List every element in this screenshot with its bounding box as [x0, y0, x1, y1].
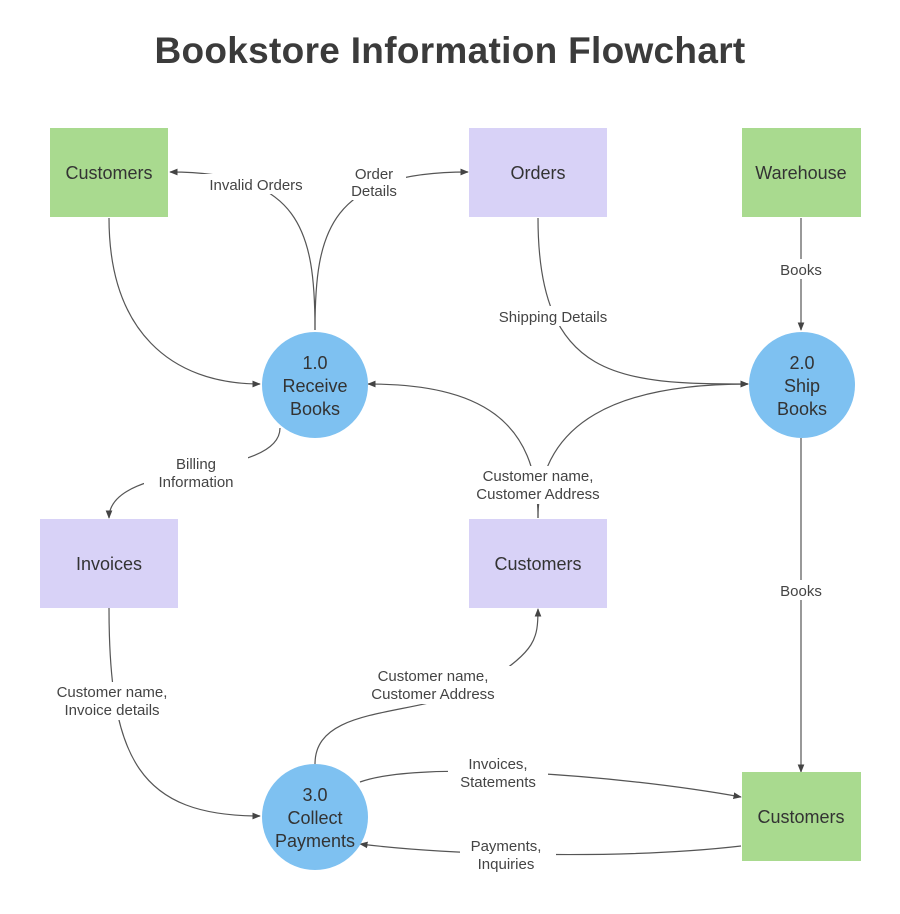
label-payments-inquiries-line-1: Payments, — [471, 838, 542, 855]
label-order-details: Order Details — [342, 164, 406, 200]
label-invoice-details: Customer name, Invoice details — [42, 682, 186, 720]
node-collect-payments-line-2: Collect — [287, 808, 342, 828]
label-shipping-details-line-1: Shipping Details — [499, 309, 607, 326]
label-customer-address-up-line-1: Customer name, — [483, 468, 594, 485]
label-payments-inquiries: Payments, Inquiries — [460, 837, 556, 873]
node-ship-books: 2.0 Ship Books — [749, 332, 855, 438]
data-store-box — [469, 128, 607, 217]
edge-shipping-details — [537, 217, 749, 388]
label-customer-address-up-line-2: Customer Address — [476, 486, 599, 503]
node-receive-books: 1.0 Receive Books — [262, 332, 368, 438]
label-billing-information-line-1: Billing — [176, 456, 216, 473]
edge-invoices-statements — [359, 770, 742, 799]
node-warehouse: Warehouse — [742, 128, 861, 217]
label-ship-books-down: Books — [774, 580, 828, 600]
node-receive-books-line-1: 1.0 — [302, 353, 327, 373]
process-circle — [262, 332, 368, 438]
node-receive-books-line-2: Receive — [282, 376, 347, 396]
node-customers-top-label: Customers — [65, 163, 152, 183]
node-customers-mid: Customers — [469, 519, 607, 608]
node-invoices: Invoices — [40, 519, 178, 608]
node-collect-payments-line-1: 3.0 — [302, 785, 327, 805]
edges-layer — [105, 168, 805, 856]
label-billing-information: Billing Information — [144, 455, 248, 491]
process-circle — [262, 764, 368, 870]
edge-order-details — [314, 168, 469, 331]
node-customers-mid-label: Customers — [494, 554, 581, 574]
label-invalid-orders: Invalid Orders — [195, 174, 317, 194]
node-ship-books-line-3: Books — [777, 399, 827, 419]
label-invoices-statements: Invoices, Statements — [448, 755, 548, 791]
nodes-layer: Customers Orders Warehouse 1.0 Receive B… — [40, 128, 861, 870]
label-order-details-line-1: Order — [355, 166, 393, 183]
node-ship-books-line-1: 2.0 — [789, 353, 814, 373]
label-invoices-statements-line-2: Statements — [460, 774, 536, 791]
edge-invalid-orders — [169, 168, 316, 331]
node-collect-payments-line-3: Payments — [275, 831, 355, 851]
node-customers-top: Customers — [50, 128, 168, 217]
node-invoices-label: Invoices — [76, 554, 142, 574]
process-circle — [749, 332, 855, 438]
edge-labels-layer: Invalid Orders Order Details Shipping De… — [42, 164, 828, 873]
label-warehouse-books: Books — [774, 259, 828, 279]
label-order-details-line-2: Details — [351, 183, 397, 200]
external-entity-box — [50, 128, 168, 217]
node-warehouse-label: Warehouse — [755, 163, 846, 183]
label-invalid-orders-line-1: Invalid Orders — [209, 177, 302, 194]
diagram-title: Bookstore Information Flowchart — [154, 30, 746, 71]
node-orders: Orders — [469, 128, 607, 217]
node-ship-books-line-2: Ship — [784, 376, 820, 396]
label-customer-address-up: Customer name, Customer Address — [458, 466, 618, 504]
label-payments-inquiries-line-2: Inquiries — [478, 856, 535, 873]
external-entity-box — [742, 128, 861, 217]
node-receive-books-line-3: Books — [290, 399, 340, 419]
node-orders-label: Orders — [510, 163, 565, 183]
node-customers-bottom: Customers — [742, 772, 861, 861]
label-invoices-statements-line-1: Invoices, — [468, 756, 527, 773]
data-store-box — [40, 519, 178, 608]
node-customers-bottom-label: Customers — [757, 807, 844, 827]
edge-invoice-details — [108, 607, 261, 820]
label-warehouse-books-line-1: Books — [780, 262, 822, 279]
external-entity-box — [742, 772, 861, 861]
edge-customers-to-receive — [108, 217, 261, 388]
label-shipping-details: Shipping Details — [484, 306, 622, 326]
label-invoice-details-line-1: Customer name, — [57, 684, 168, 701]
data-store-box — [469, 519, 607, 608]
label-customer-address-collect-line-1: Customer name, — [378, 668, 489, 685]
label-customer-address-collect-line-2: Customer Address — [371, 686, 494, 703]
label-ship-books-down-line-1: Books — [780, 583, 822, 600]
label-invoice-details-line-2: Invoice details — [64, 702, 159, 719]
label-customer-address-collect: Customer name, Customer Address — [356, 666, 516, 704]
label-billing-information-line-2: Information — [158, 474, 233, 491]
node-collect-payments: 3.0 Collect Payments — [262, 764, 368, 870]
